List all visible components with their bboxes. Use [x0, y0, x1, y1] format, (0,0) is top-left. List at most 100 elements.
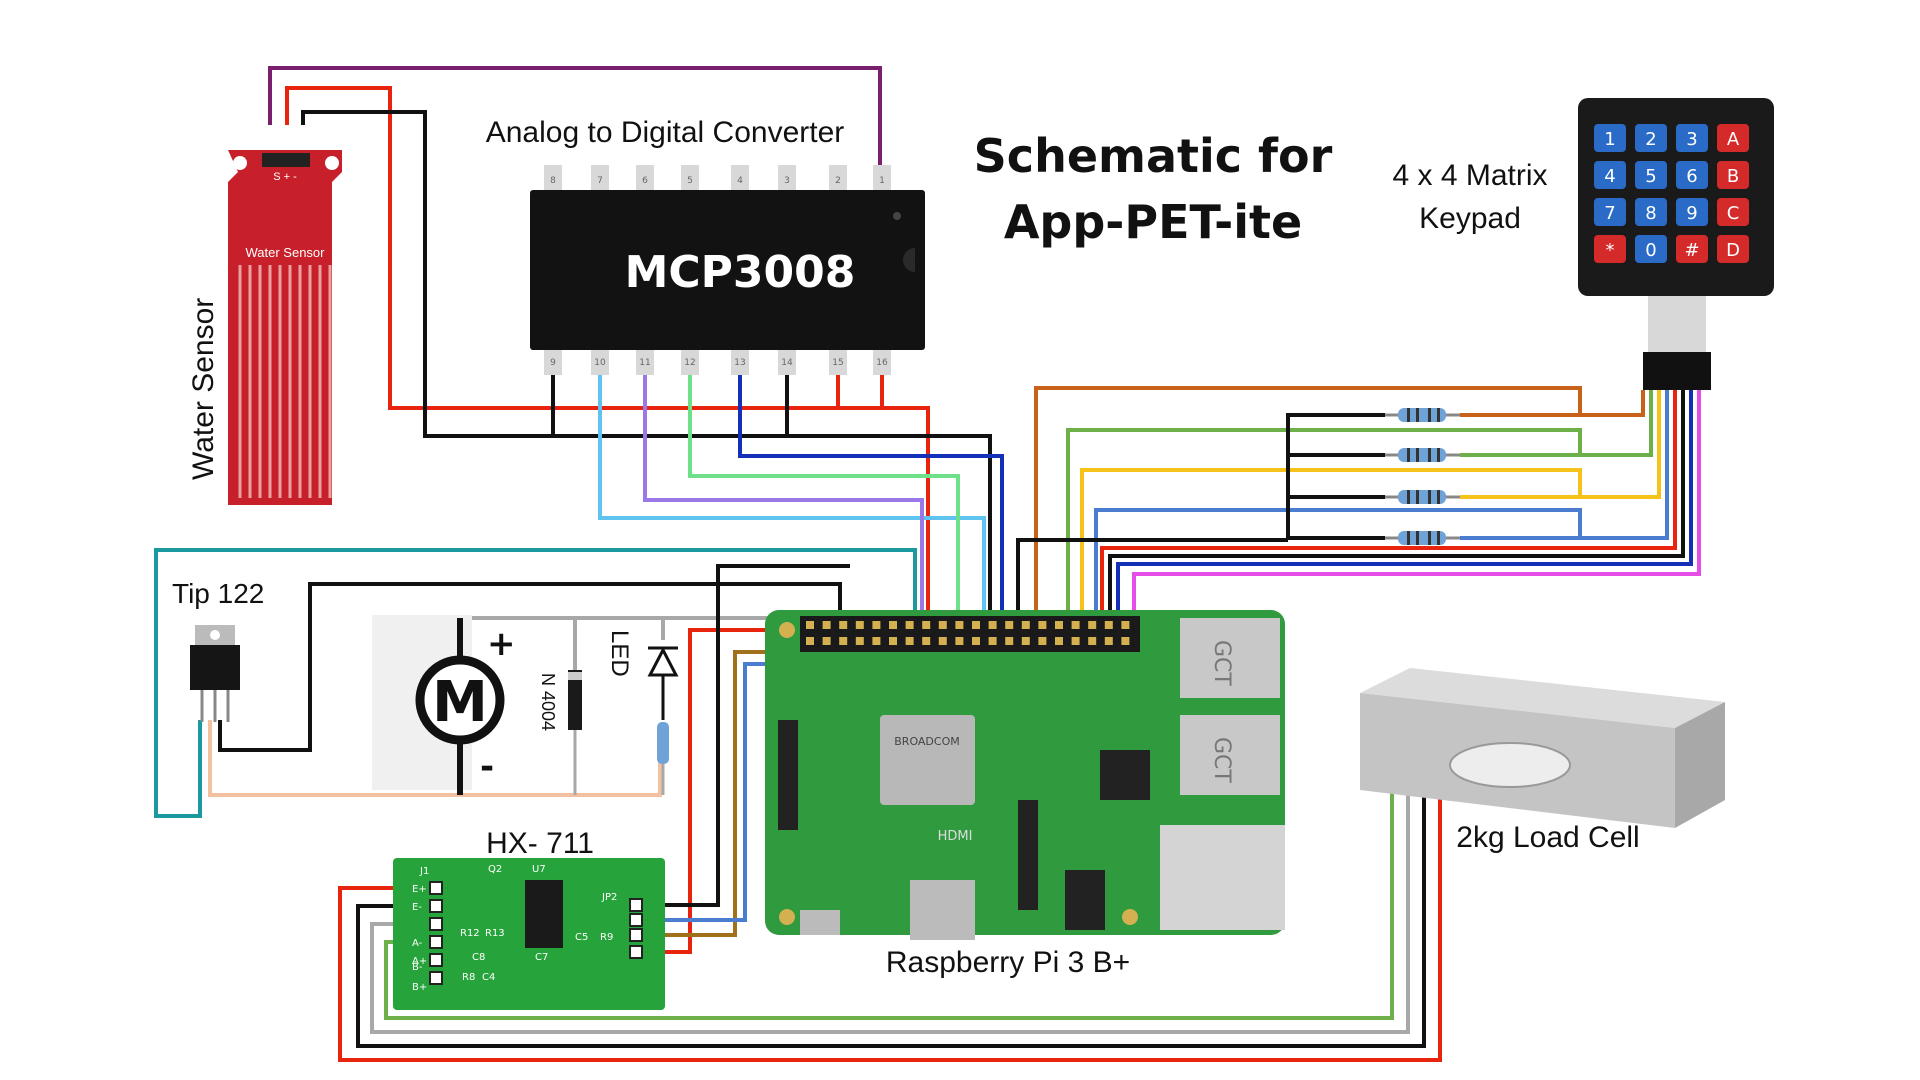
keypad-key-label: 0	[1645, 240, 1656, 261]
water-sensor-board	[228, 150, 342, 505]
diode-band	[568, 672, 582, 680]
gpio-pin	[1121, 637, 1130, 645]
rpi-display-connector	[1018, 800, 1038, 910]
hx711-silk-label: A+	[412, 956, 427, 967]
gpio-pin	[1005, 637, 1014, 645]
water-sensor-hole-left	[233, 156, 247, 170]
keypad-key-label: 1	[1604, 129, 1615, 150]
rpi-usb-1-label: GCT	[1209, 640, 1234, 686]
hx711-pin-left	[429, 917, 443, 931]
resistor-band	[1437, 448, 1440, 462]
gpio-pin	[1005, 621, 1014, 629]
hx711-silk-label: B+	[412, 982, 427, 993]
keypad-key	[1635, 161, 1667, 189]
resistor-band	[1416, 448, 1419, 462]
load-cell-top	[1360, 668, 1725, 728]
led-resistor	[657, 722, 669, 764]
hx711-silk-label: U7	[532, 864, 546, 875]
hx711-pin-right	[629, 898, 643, 912]
gpio-pin	[1104, 621, 1113, 629]
tip122: Tip 122	[172, 578, 264, 722]
adc-pin-top-3	[778, 165, 796, 193]
hx711-pin-left	[429, 899, 443, 913]
adc-pin-label-5: 5	[687, 176, 693, 186]
wire-tip-collector	[218, 582, 842, 752]
adc-pin-label-12: 12	[684, 358, 695, 368]
gpio-pin	[938, 637, 947, 645]
gpio-pin	[1088, 637, 1097, 645]
hx711-pin-left	[429, 953, 443, 967]
adc-pin-label-15: 15	[832, 358, 843, 368]
keypad-key-label: 3	[1686, 129, 1697, 150]
keypad-key	[1676, 124, 1708, 152]
wire-keypad-1	[1034, 386, 1645, 630]
gpio-pin	[1071, 637, 1080, 645]
gpio-pin	[988, 621, 997, 629]
adc-pin-label-14: 14	[781, 358, 793, 368]
keypad-key-label: 8	[1645, 203, 1656, 224]
rpi-mount-hole-3	[1122, 909, 1138, 925]
keypad-label-2: Keypad	[1419, 202, 1521, 235]
adc-pin-bottom-11	[636, 347, 654, 375]
keypad-key	[1594, 124, 1626, 152]
resistor-band	[1416, 490, 1419, 504]
rpi-usb-1	[1180, 618, 1280, 698]
water-sensor-label: Water Sensor	[187, 298, 220, 480]
resistor-band	[1416, 531, 1419, 545]
resistor-band	[1437, 408, 1440, 422]
rpi-soc-label: BROADCOM	[894, 735, 959, 748]
wire-adc-10	[598, 355, 986, 630]
load-cell-side	[1675, 702, 1725, 828]
rpi-mount-hole-1	[779, 622, 795, 638]
keypad-key	[1635, 235, 1667, 263]
adc-pin-bottom-16	[873, 347, 891, 375]
adc-pin-bottom-12	[681, 347, 699, 375]
gpio-pin	[822, 621, 831, 629]
gpio-pin	[922, 621, 931, 629]
rpi-hdmi-port	[910, 880, 975, 940]
tip122-body	[190, 645, 240, 690]
keypad-key	[1717, 161, 1749, 189]
gpio-pin	[1055, 637, 1063, 645]
adc-pin-top-6	[636, 165, 654, 193]
gpio-pin	[822, 637, 831, 645]
wire-adc-11	[643, 355, 924, 630]
wire-hx-dt	[650, 628, 800, 954]
keypad-key-label: 9	[1686, 203, 1697, 224]
wire-load-red	[338, 768, 1442, 1062]
gpio-pin	[872, 621, 881, 629]
hx711-silk-label: JP2	[601, 892, 617, 903]
gpio-pin	[1055, 621, 1063, 629]
resistor-band	[1407, 531, 1410, 545]
resistor-band	[1407, 408, 1410, 422]
gpio-pin	[839, 637, 848, 645]
keypad-key	[1676, 161, 1708, 189]
wire-water-signal	[268, 66, 882, 170]
keypad-key	[1594, 198, 1626, 226]
hx711-pin-left	[429, 971, 443, 985]
gpio-pin	[839, 621, 848, 629]
keypad-label-1: 4 x 4 Matrix	[1392, 159, 1547, 192]
wire-load-black	[356, 768, 1426, 1048]
adc-chip-label: MCP3008	[625, 247, 856, 298]
adc-pin-top-2	[829, 165, 847, 193]
gpio-pin	[922, 637, 931, 645]
motor-plus: +	[487, 624, 516, 664]
adc-pin-top-4	[731, 165, 749, 193]
resistor-band	[1437, 490, 1440, 504]
rpi-board	[765, 610, 1285, 935]
hx711-pin-left	[429, 935, 443, 949]
gpio-pin	[1021, 637, 1030, 645]
adc-pin-label-16: 16	[876, 358, 888, 368]
keypad-key-label: B	[1727, 166, 1739, 187]
keypad-key-label: D	[1726, 240, 1740, 261]
led-symbol	[647, 646, 679, 677]
motor-letter: M	[432, 670, 488, 735]
load-cell: 2kg Load Cell	[1360, 668, 1725, 854]
gpio-pin	[905, 637, 914, 645]
wire-keypad-3	[1080, 390, 1661, 630]
hx711-silk-label: J1	[419, 866, 429, 877]
adc-pin-label-2: 2	[835, 176, 841, 186]
